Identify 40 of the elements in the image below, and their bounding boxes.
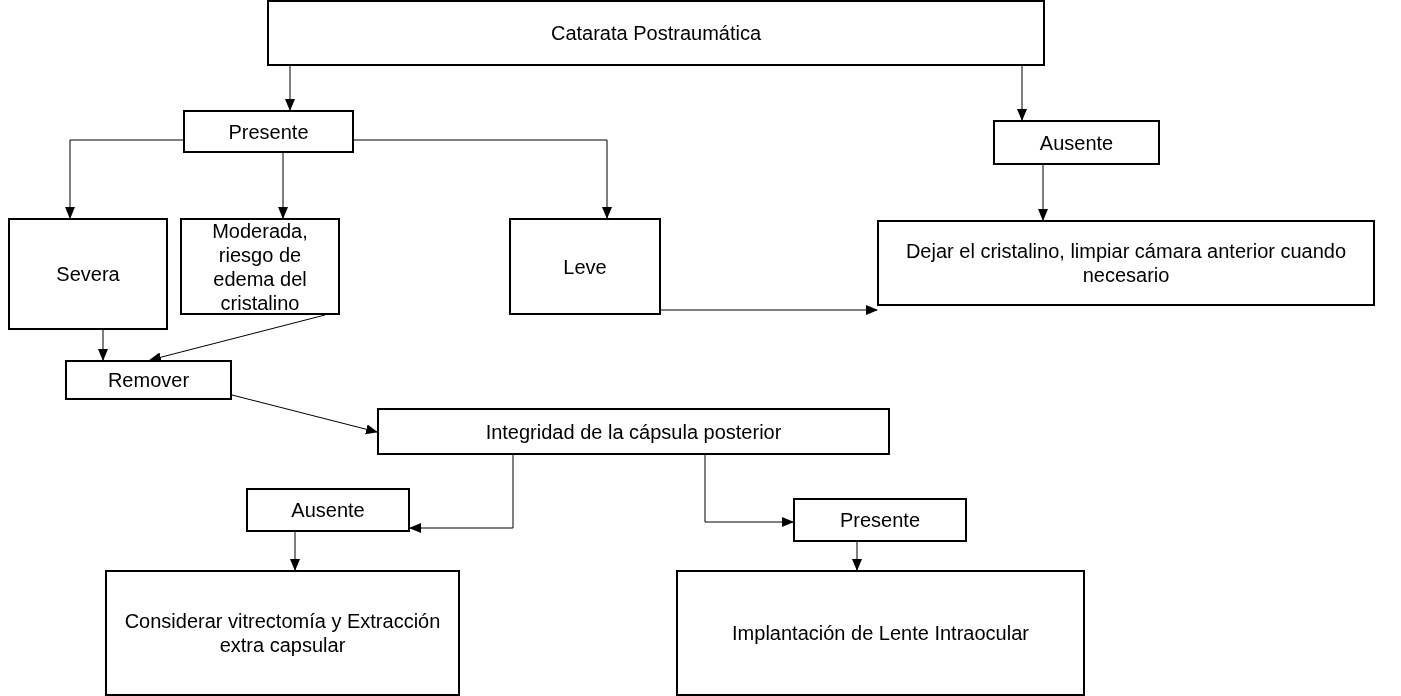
process-box — [993, 120, 1160, 165]
arrow — [409, 454, 514, 533]
arrow — [231, 394, 378, 435]
arrow — [660, 305, 878, 315]
box-label: Remover — [107, 368, 190, 392]
process-box — [377, 408, 890, 455]
process-box — [8, 218, 168, 330]
arrow — [65, 139, 184, 219]
process-box — [105, 570, 460, 696]
process-box — [246, 488, 410, 532]
box-label: Considerar vitrectomía y Extracción extra capsular — [123, 609, 442, 657]
process-box — [65, 360, 232, 400]
arrow — [1038, 164, 1048, 221]
process-box — [793, 498, 967, 542]
arrow — [278, 152, 288, 219]
box-label: Severa — [56, 262, 120, 286]
process-box — [509, 218, 661, 315]
process-box — [877, 220, 1375, 306]
box-label: Presente — [228, 119, 309, 144]
box-label: Ausente — [1039, 130, 1114, 155]
arrow — [290, 531, 300, 571]
arrow — [704, 454, 794, 527]
arrow — [98, 329, 108, 361]
box-label: Implantación de Lente Intraocular — [732, 621, 1029, 645]
box-label: Ausente — [291, 498, 365, 522]
process-box — [180, 218, 340, 315]
process-box — [183, 110, 354, 153]
arrow — [1017, 65, 1027, 121]
process-box — [676, 570, 1085, 696]
box-label: Dejar el cristalino, limpiar cámara anterior cuando necesario — [904, 239, 1348, 287]
arrow — [852, 541, 862, 571]
process-box — [267, 0, 1045, 66]
box-label: Catarata Postraumática — [550, 21, 762, 45]
arrow — [353, 139, 612, 219]
box-label: Integridad de la cápsula posterior — [485, 419, 782, 444]
arrow — [149, 314, 326, 363]
box-label: Moderada, riesgo de edema del cristalino — [211, 218, 309, 315]
box-label: Presente — [839, 508, 921, 532]
box-label: Leve — [563, 254, 607, 279]
arrow — [285, 65, 295, 111]
